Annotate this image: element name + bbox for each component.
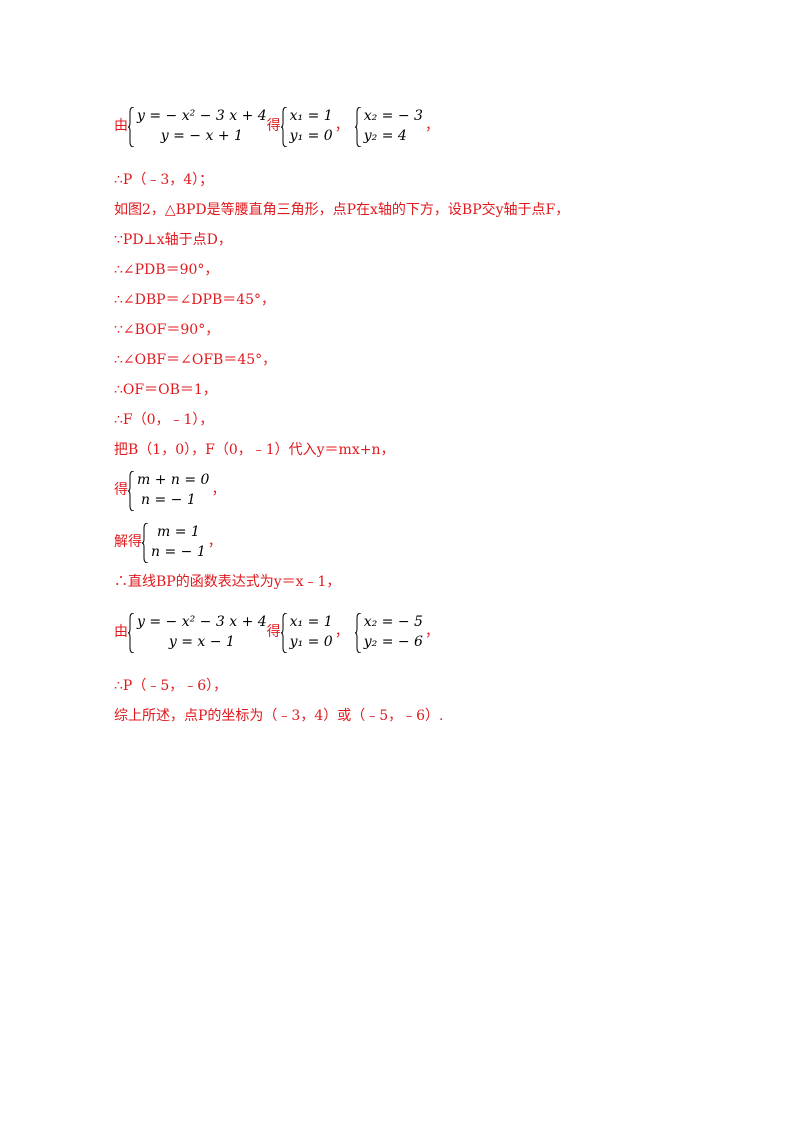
system-4-sol2a: x₂ = − 5	[363, 614, 423, 630]
system-1-sol1a: x₁ = 1	[289, 108, 333, 124]
brace-icon	[128, 613, 135, 653]
text-line-6: ∵∠BOF＝90°，	[114, 322, 220, 338]
brace-icon	[280, 613, 287, 653]
system-4-sol1: x₁ = 1 y₁ = 0	[280, 612, 333, 653]
brace-icon	[128, 471, 135, 511]
system-1-sol1b: y₁ = 0	[289, 128, 333, 144]
system-2-block: 得 m + n = 0 n = − 1 ，	[114, 470, 231, 511]
text-line-1: ∴P（﹣3，4）；	[114, 172, 214, 188]
system-3-block: 解得 m = 1 n = − 1，	[114, 522, 228, 563]
text-line-8: ∴OF＝OB＝1，	[114, 382, 217, 398]
system-1-sol2a: x₂ = − 3	[363, 108, 423, 124]
brace-icon	[142, 523, 149, 563]
system-2-eq2: n = − 1	[141, 492, 196, 508]
system-4-eq1: y = − x² − 3 x + 4	[137, 614, 267, 630]
system-1-sol2b: y₂ = 4	[363, 128, 407, 144]
text-line-7: ∴∠OBF＝∠OFB＝45°，	[114, 352, 277, 368]
system-4-de: 得	[266, 624, 281, 640]
system-1-eq2: y = − x + 1	[160, 128, 243, 144]
system-4-eq2: y = x − 1	[168, 634, 235, 650]
system-4-comma-2: ，	[424, 624, 439, 640]
system-1-comma-1: ，	[334, 118, 349, 134]
system-1-sol2: x₂ = − 3 y₂ = 4	[354, 106, 423, 147]
system-4-sol2b: y₂ = − 6	[363, 634, 423, 650]
system-3-eq2: n = − 1	[151, 544, 206, 560]
system-1-eq1: y = − x² − 3 x + 4	[137, 108, 267, 124]
text-line-4: ∴∠PDB＝90°，	[114, 262, 219, 278]
system-2-eq1: m + n = 0	[137, 472, 210, 488]
system-3-equations: m = 1 n = − 1	[142, 522, 206, 563]
system-1-block: 由 y = − x² − 3 x + 4 y = − x + 1 得 x₁ = 1 y₁ …	[114, 106, 445, 147]
system-3-prefix: 解得	[114, 534, 142, 550]
system-3-eq1: m = 1	[157, 524, 200, 540]
text-line-11: ∴直线BP的函数表达式为y＝x﹣1，	[114, 574, 341, 590]
system-2-equations: m + n = 0 n = − 1	[128, 470, 210, 511]
text-line-2: 如图2，△BPD是等腰直角三角形，点P在x轴的下方，设BP交y轴于点F，	[114, 202, 570, 218]
brace-icon	[128, 107, 135, 147]
system-4-sol1a: x₁ = 1	[289, 614, 333, 630]
system-4-sol1b: y₁ = 0	[289, 634, 333, 650]
brace-icon	[354, 613, 361, 653]
text-line-12: ∴P（﹣5，﹣6），	[114, 678, 228, 694]
system-1-comma-2: ，	[424, 118, 439, 134]
system-1-prefix: 由	[114, 118, 128, 134]
text-line-13: 综上所述，点P的坐标为（﹣3，4）或（﹣5，﹣6）.	[114, 708, 444, 724]
text-line-5: ∴∠DBP＝∠DPB＝45°，	[114, 292, 276, 308]
system-4-block: 由 y = − x² − 3 x + 4 y = x − 1 得 x₁ = 1 y₁ = …	[114, 612, 445, 653]
text-line-9: ∴F（0，﹣1），	[114, 412, 214, 428]
text-line-10: 把B（1，0），F（0，﹣1）代入y＝mx+n，	[114, 442, 395, 458]
system-1-de: 得	[266, 118, 281, 134]
system-1-equations: y = − x² − 3 x + 4 y = − x + 1	[128, 106, 267, 147]
system-4-sol2: x₂ = − 5 y₂ = − 6	[354, 612, 423, 653]
system-2-prefix: 得	[114, 482, 128, 498]
system-2-comma: ，	[211, 482, 226, 498]
brace-icon	[280, 107, 287, 147]
text-line-3: ∵PD⊥x轴于点D，	[114, 232, 232, 248]
brace-icon	[354, 107, 361, 147]
system-3-comma: ，	[207, 534, 222, 550]
system-4-equations: y = − x² − 3 x + 4 y = x − 1	[128, 612, 267, 653]
system-4-comma-1: ，	[334, 624, 349, 640]
system-4-prefix: 由	[114, 624, 128, 640]
system-1-sol1: x₁ = 1 y₁ = 0	[280, 106, 333, 147]
